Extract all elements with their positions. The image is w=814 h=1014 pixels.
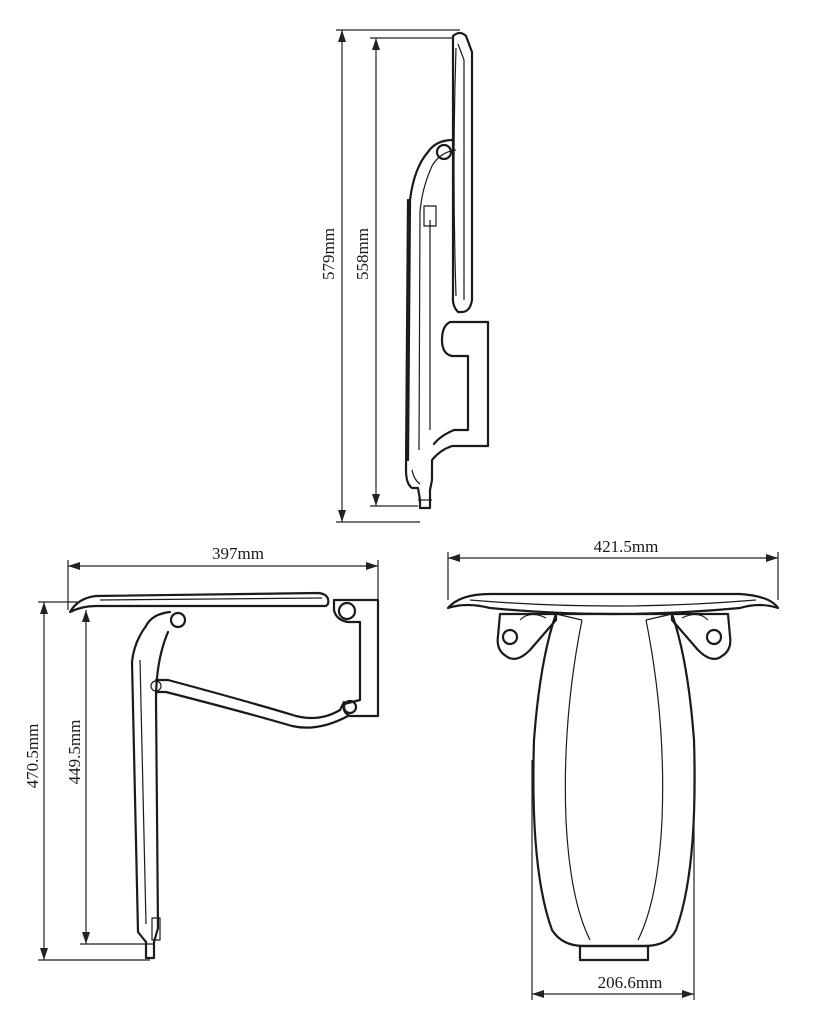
dim-579-label: 579mm	[319, 228, 338, 280]
open-brace	[154, 678, 346, 720]
folded-seat-panel	[451, 31, 474, 314]
folded-hinge-arm	[406, 138, 455, 462]
open-leg	[130, 624, 170, 960]
folded-leg	[404, 198, 490, 510]
front-right-bracket-hole	[705, 628, 723, 646]
front-right-bracket	[670, 612, 732, 661]
dim-206-6-label: 206.6mm	[598, 973, 663, 992]
dim-470-5-label: 470.5mm	[23, 724, 42, 789]
open-seat	[68, 591, 330, 614]
front-leg	[532, 612, 696, 948]
front-left-bracket-hole	[501, 628, 519, 646]
dim-449-5-label: 449.5mm	[65, 720, 84, 785]
front-seat	[446, 592, 780, 616]
open-side-view: 397mm 470.5mm 449.5mm	[23, 544, 380, 961]
open-bracket-pin-bottom	[342, 699, 358, 715]
front-left-bracket	[496, 612, 558, 661]
open-bracket-pin-top	[337, 601, 357, 621]
dim-397-label: 397mm	[212, 544, 264, 563]
front-leg-foot	[578, 944, 650, 962]
dim-421-5-label: 421.5mm	[594, 537, 659, 556]
open-hinge-pin	[169, 611, 187, 629]
front-view: 421.5mm 206.6mm	[446, 537, 780, 1000]
folded-seat-inner-line	[457, 43, 465, 300]
folded-side-view: 579mm 558mm	[319, 29, 490, 523]
dim-558-label: 558mm	[353, 228, 372, 280]
folded-hinge-pin	[435, 143, 453, 161]
